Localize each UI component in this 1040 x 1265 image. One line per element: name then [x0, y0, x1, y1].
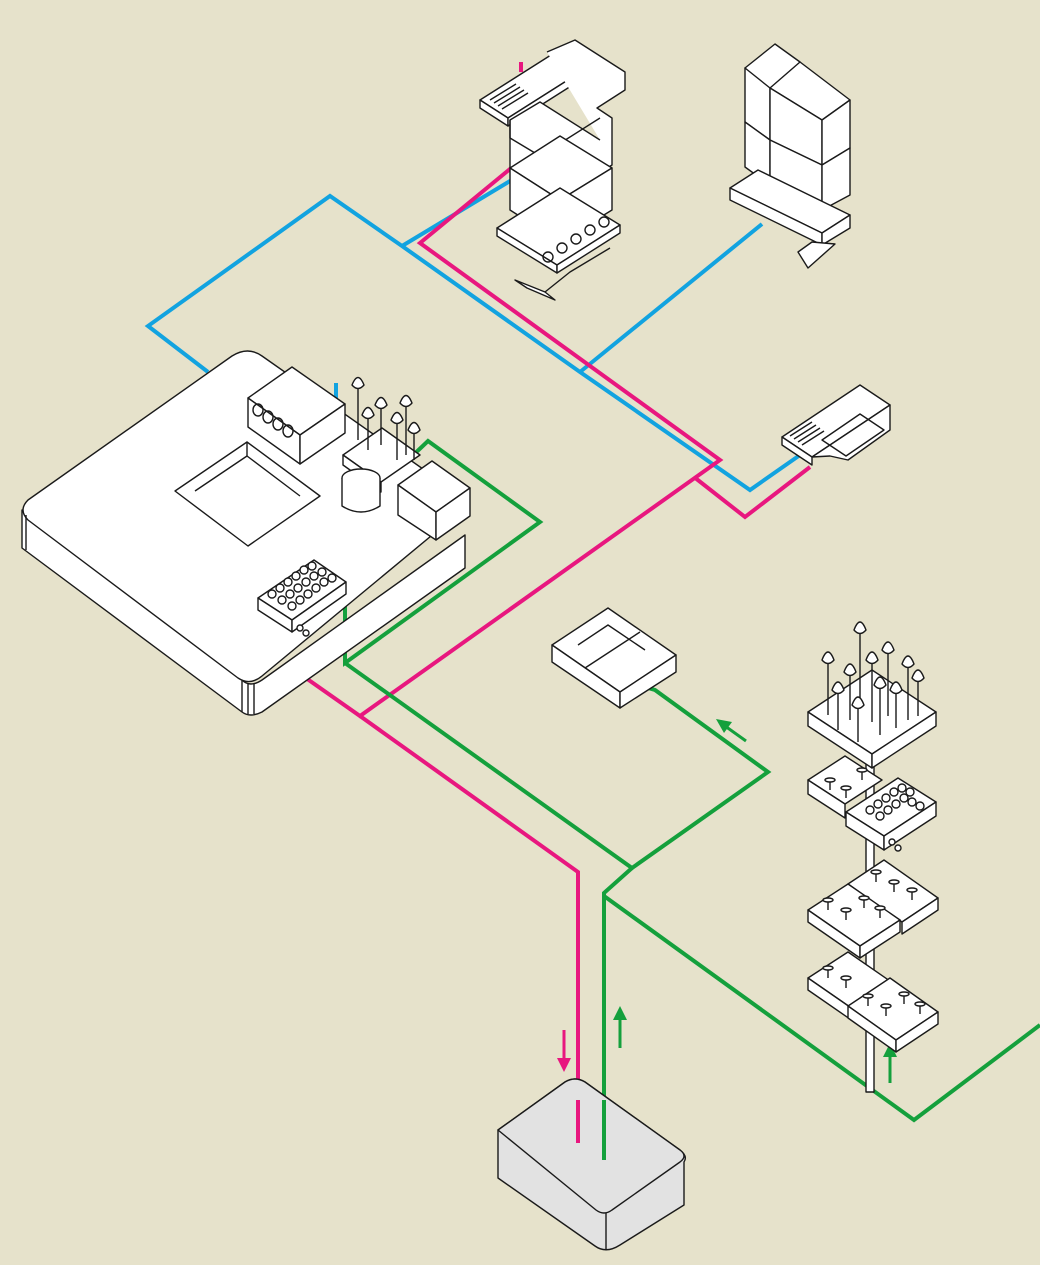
sink-drain-lines [789, 421, 825, 446]
pebbles [267, 561, 337, 637]
tower-pebbles [865, 783, 925, 852]
storage-tank [497, 1078, 687, 1251]
tower-bulb-plants [821, 621, 925, 742]
nutrient-pipe-tower [602, 894, 1040, 1123]
platform-side [21, 509, 466, 716]
nutrient-pipe-main [343, 661, 772, 871]
up-arrow-icon [613, 1006, 627, 1048]
grey-water-pipe-sink [692, 465, 812, 520]
diagonal-arrow-icon [716, 719, 747, 743]
nutrient-pipe-up [602, 866, 634, 1160]
drainboard-lines [489, 83, 529, 110]
fresh-water-pipe-to-wardrobe [578, 222, 764, 374]
platform-island [21, 350, 471, 716]
tank-top [497, 1078, 685, 1214]
down-arrow-icon [557, 1030, 571, 1072]
growing-tray [551, 607, 677, 709]
platform-pit [174, 441, 321, 547]
wardrobe-tower [729, 43, 851, 269]
grey-water-pipe-down [358, 714, 580, 1143]
grey-water-pipes [301, 62, 812, 1143]
wall-sink [781, 384, 891, 466]
hob-burners [542, 216, 610, 263]
kitchen-cabinet-tower [479, 39, 626, 301]
cooking-burners [252, 403, 294, 438]
bulb-plants [351, 376, 421, 460]
up-arrow-icon [883, 1043, 897, 1083]
seedlings [822, 767, 926, 1016]
flow-arrows [557, 719, 897, 1083]
grey-water-pipe-kitchen [301, 153, 724, 719]
vertical-grow-tower [807, 621, 939, 1093]
